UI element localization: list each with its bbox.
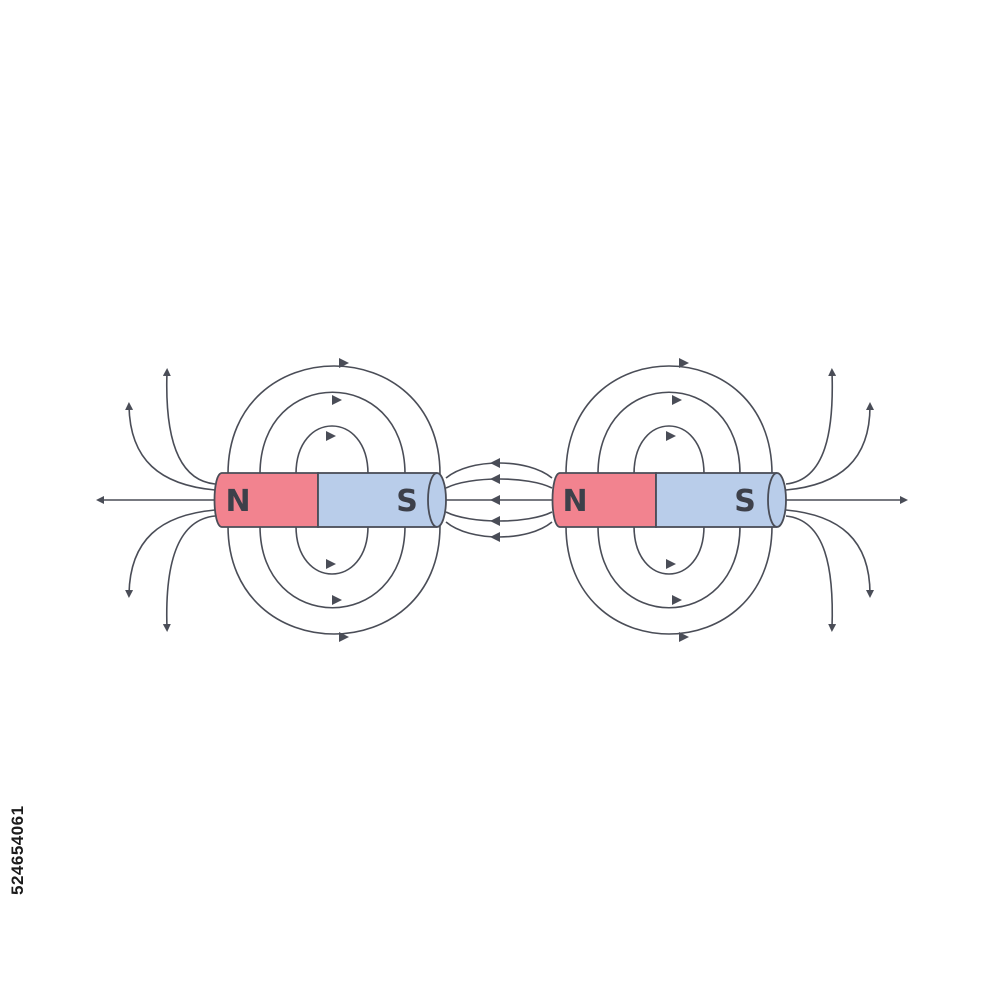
field-loop-bottom-outer xyxy=(565,525,773,635)
arrow-marker xyxy=(326,431,336,441)
arrow-marker xyxy=(326,559,336,569)
field-loop-bottom-mid xyxy=(597,525,741,609)
field-loop-top-outer xyxy=(227,365,441,475)
arrow-marker xyxy=(490,458,500,468)
field-line-left-down-2 xyxy=(125,509,216,598)
stock-id-label: 524654061 xyxy=(8,805,27,895)
arrow-marker xyxy=(679,358,689,368)
arrow-marker xyxy=(672,395,682,405)
gap-arrows xyxy=(490,458,500,542)
arrow-marker xyxy=(672,595,682,605)
field-line-right-down-1 xyxy=(785,515,837,632)
south-label: S xyxy=(734,484,756,519)
arrow-marker xyxy=(332,395,342,405)
arrow-marker xyxy=(339,632,349,642)
south-label: S xyxy=(396,484,418,519)
field-loop-bottom-inner xyxy=(633,525,705,575)
right-magnet-field xyxy=(565,365,908,635)
field-loop-bottom-mid xyxy=(259,525,406,609)
left-bar-magnet: N S xyxy=(213,472,447,528)
field-line-right-up-1 xyxy=(785,368,837,485)
field-line-left-up-2 xyxy=(125,402,216,491)
north-pole xyxy=(551,472,657,528)
right-loop-arrows xyxy=(666,358,689,642)
magnet-end-cap xyxy=(767,472,787,528)
arrow-marker xyxy=(666,559,676,569)
field-line-left-down-1 xyxy=(162,515,216,632)
arrow-marker xyxy=(339,358,349,368)
field-line-right-up-2 xyxy=(785,402,874,491)
arrow-marker xyxy=(490,474,500,484)
field-loop-top-inner xyxy=(633,425,705,475)
arrow-marker xyxy=(490,495,500,505)
arrow-marker xyxy=(332,595,342,605)
field-loop-top-mid xyxy=(259,391,406,475)
field-line-right-down-2 xyxy=(785,509,874,598)
field-loop-top-inner xyxy=(295,425,369,475)
left-loop-arrows xyxy=(326,358,349,642)
left-magnet-field xyxy=(96,365,441,635)
arrow-marker xyxy=(490,516,500,526)
arrow-marker xyxy=(679,632,689,642)
north-label: N xyxy=(225,484,250,519)
arrow-marker xyxy=(666,431,676,441)
field-loop-bottom-inner xyxy=(295,525,369,575)
north-pole xyxy=(213,472,319,528)
right-bar-magnet: N S xyxy=(551,472,787,528)
field-loop-bottom-outer xyxy=(227,525,441,635)
south-pole xyxy=(655,472,777,528)
field-line-left-up-1 xyxy=(162,368,216,485)
field-loop-top-outer xyxy=(565,365,773,475)
south-pole xyxy=(317,472,437,528)
field-loop-top-mid xyxy=(597,391,741,475)
magnet-end-cap xyxy=(427,472,447,528)
north-label: N xyxy=(562,484,587,519)
arrow-marker xyxy=(490,532,500,542)
